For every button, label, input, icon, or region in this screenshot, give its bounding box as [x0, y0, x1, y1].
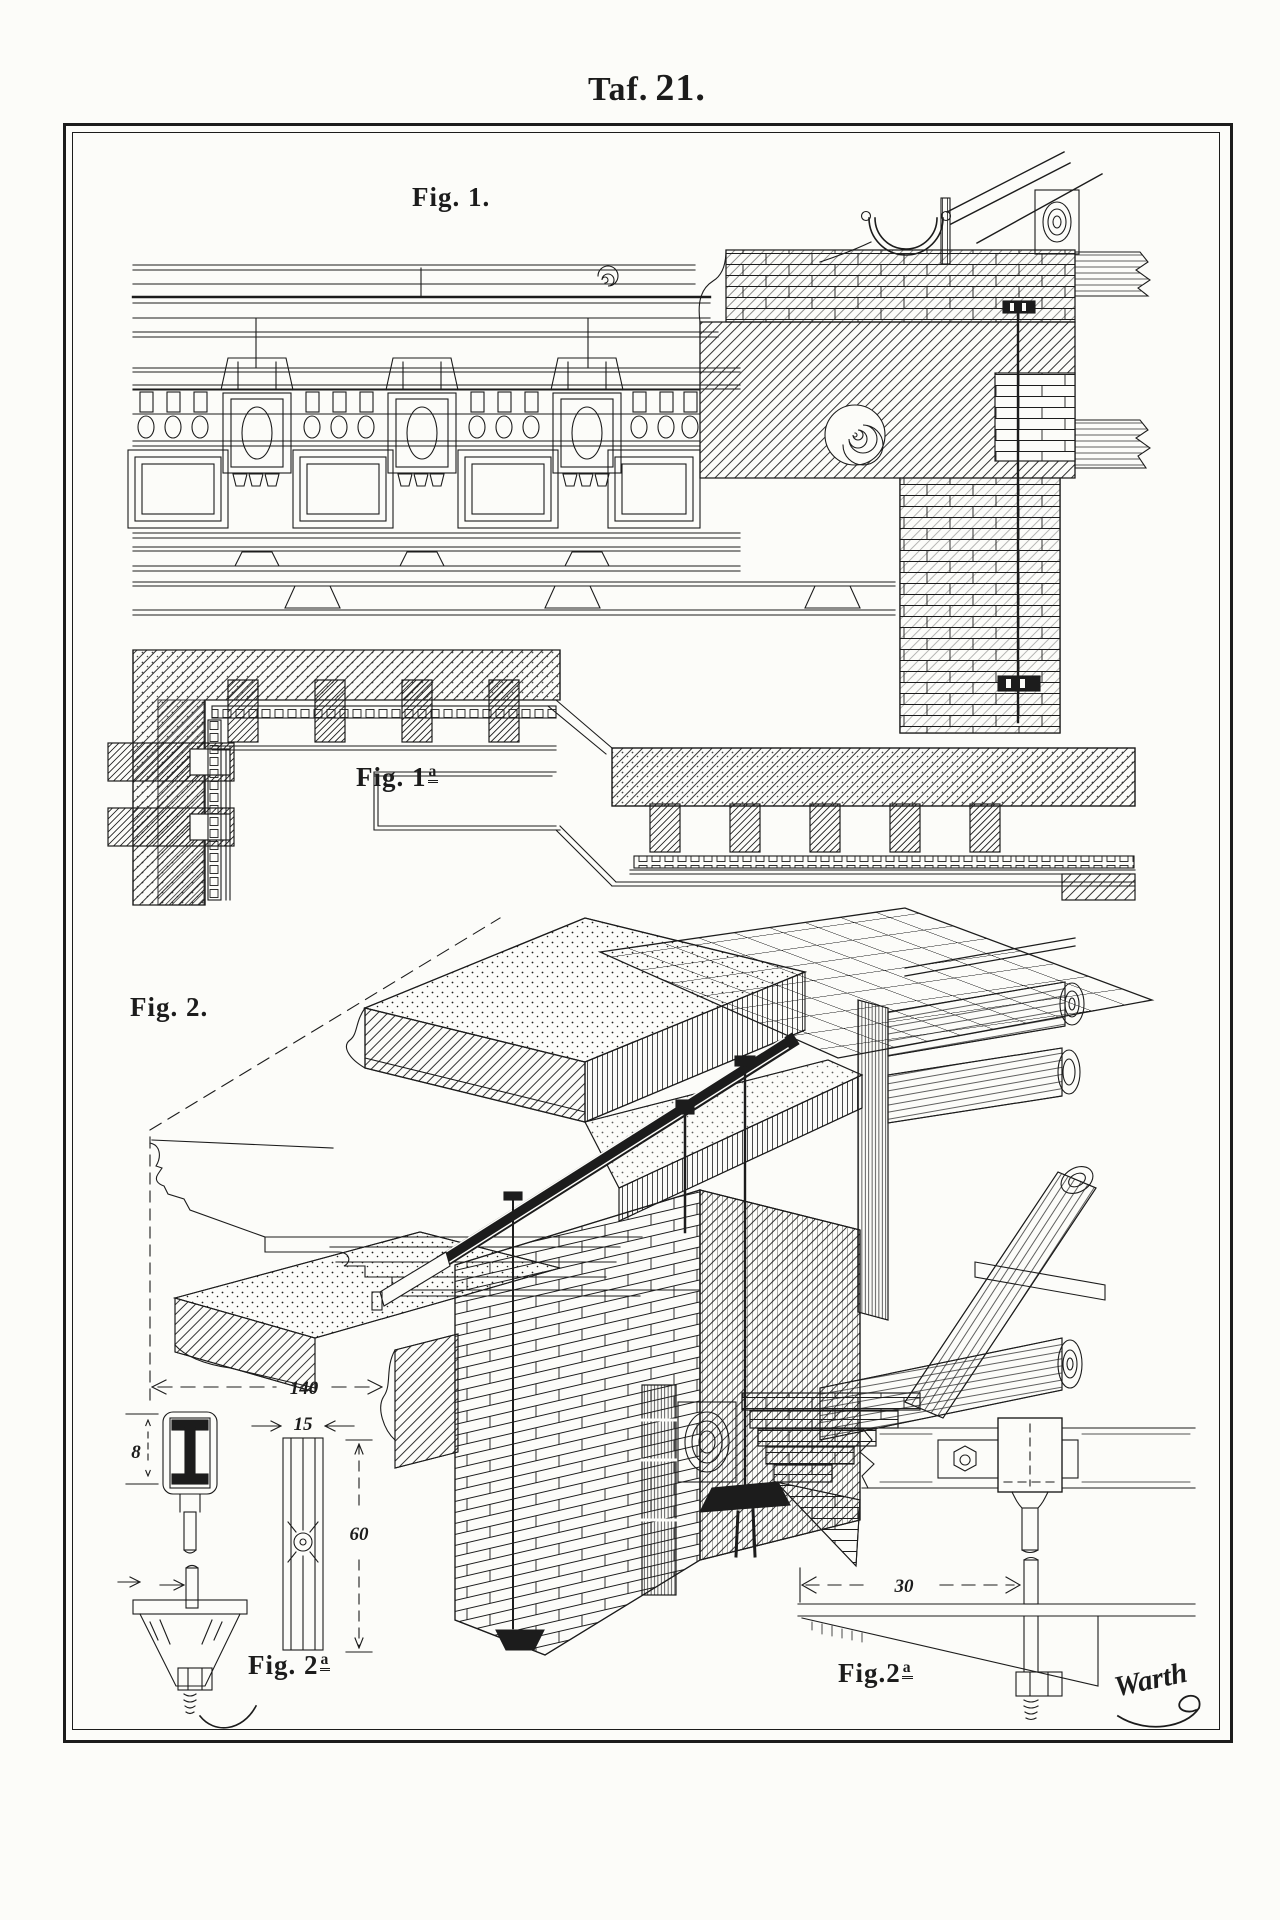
- fig1-coffer-panels: [127, 449, 701, 529]
- dim-30-value: 30: [894, 1576, 915, 1597]
- bracket-detail: [797, 1556, 1196, 1721]
- scroll-console: [824, 404, 886, 466]
- timber-framing: [640, 937, 1106, 1596]
- dim-60-value: 60: [350, 1524, 370, 1545]
- brick-steps: [741, 1392, 921, 1568]
- fig1a-drawing: [107, 649, 1136, 906]
- dim-30: 30: [799, 1567, 1021, 1603]
- beam-anchor-detail: [859, 1417, 1196, 1554]
- fig1-dentils: [132, 389, 701, 415]
- fig2a-left-label-text: Fig. 2: [248, 1650, 319, 1680]
- fig1-section: [597, 151, 1151, 734]
- fig1-drawing: [127, 151, 1151, 734]
- wall-beam-2: [1074, 419, 1151, 469]
- strap-detail: 15 60: [251, 1411, 373, 1653]
- anchor-rod-front: [495, 1191, 545, 1651]
- projection-dashes: [149, 917, 501, 1131]
- plate-frame-inner: [72, 132, 1220, 1730]
- plate-frame-outer: [63, 123, 1233, 1743]
- gutter-icon: [868, 217, 944, 256]
- fig2-drawing: 140: [149, 907, 1155, 1656]
- anchor-ihead-detail: [162, 1411, 218, 1554]
- sima-curl-icon: [597, 265, 619, 287]
- gutter-back-plate: [940, 197, 951, 265]
- fig1-consoles: [222, 392, 622, 487]
- fig1-upper-bands: [131, 264, 741, 390]
- fig2a-left-label-sup: a: [319, 1651, 331, 1671]
- fig1-modillion-flares: [220, 357, 624, 391]
- fig1a-label-sup: a: [427, 763, 439, 783]
- plate-title: Taf. 21.: [588, 66, 706, 110]
- anchor-washer-detail: [117, 1564, 258, 1729]
- fig1-label-text: Fig. 1.: [412, 182, 491, 212]
- dim-8: 8: [125, 1413, 159, 1485]
- sima-profile: [698, 249, 727, 323]
- fig2a-left-drawing: 8: [117, 1411, 373, 1729]
- fig2a-right-label-sup: a: [901, 1659, 913, 1679]
- fig2-label-text: Fig. 2.: [130, 992, 209, 1022]
- wall-beam-1: [1074, 251, 1151, 297]
- fig1-lower-bands: [132, 532, 896, 616]
- fig2a-right-drawing: 30: [797, 1417, 1196, 1721]
- dim-8-value: 8: [131, 1442, 141, 1463]
- fig1-label: Fig. 1.: [412, 182, 490, 213]
- anchor-lower: [997, 675, 1041, 692]
- cornice-profile: [149, 1142, 266, 1238]
- fig1-egg-and-dart: [132, 415, 701, 447]
- iron-rail: [371, 1032, 800, 1311]
- plan-dentil-strip-side: [207, 719, 222, 901]
- anchor-head: [1002, 300, 1036, 314]
- plan-dentil-strip-right: [633, 855, 1135, 869]
- fig1a-label-text: Fig. 1: [356, 762, 427, 792]
- lintel-end: [677, 1401, 737, 1483]
- signature-flourish: [1116, 1694, 1201, 1728]
- label-brace: [198, 1704, 258, 1729]
- fig2a-right-label-text: Fig.2: [838, 1658, 901, 1688]
- dim-140: 140: [151, 1375, 383, 1403]
- plan-dentil-strip-top: [211, 705, 557, 719]
- scroll-volute-icon: [842, 424, 884, 466]
- rafter-end: [1034, 189, 1080, 255]
- roof-boards: [946, 151, 1103, 244]
- plate-title-number: 21.: [655, 67, 706, 109]
- fig2-label: Fig. 2.: [130, 992, 208, 1023]
- dim-15-value: 15: [294, 1414, 314, 1435]
- cornice-slab-top: [346, 917, 808, 1123]
- anchor-rod-main: [699, 1055, 791, 1558]
- plate-title-prefix: Taf.: [588, 71, 649, 108]
